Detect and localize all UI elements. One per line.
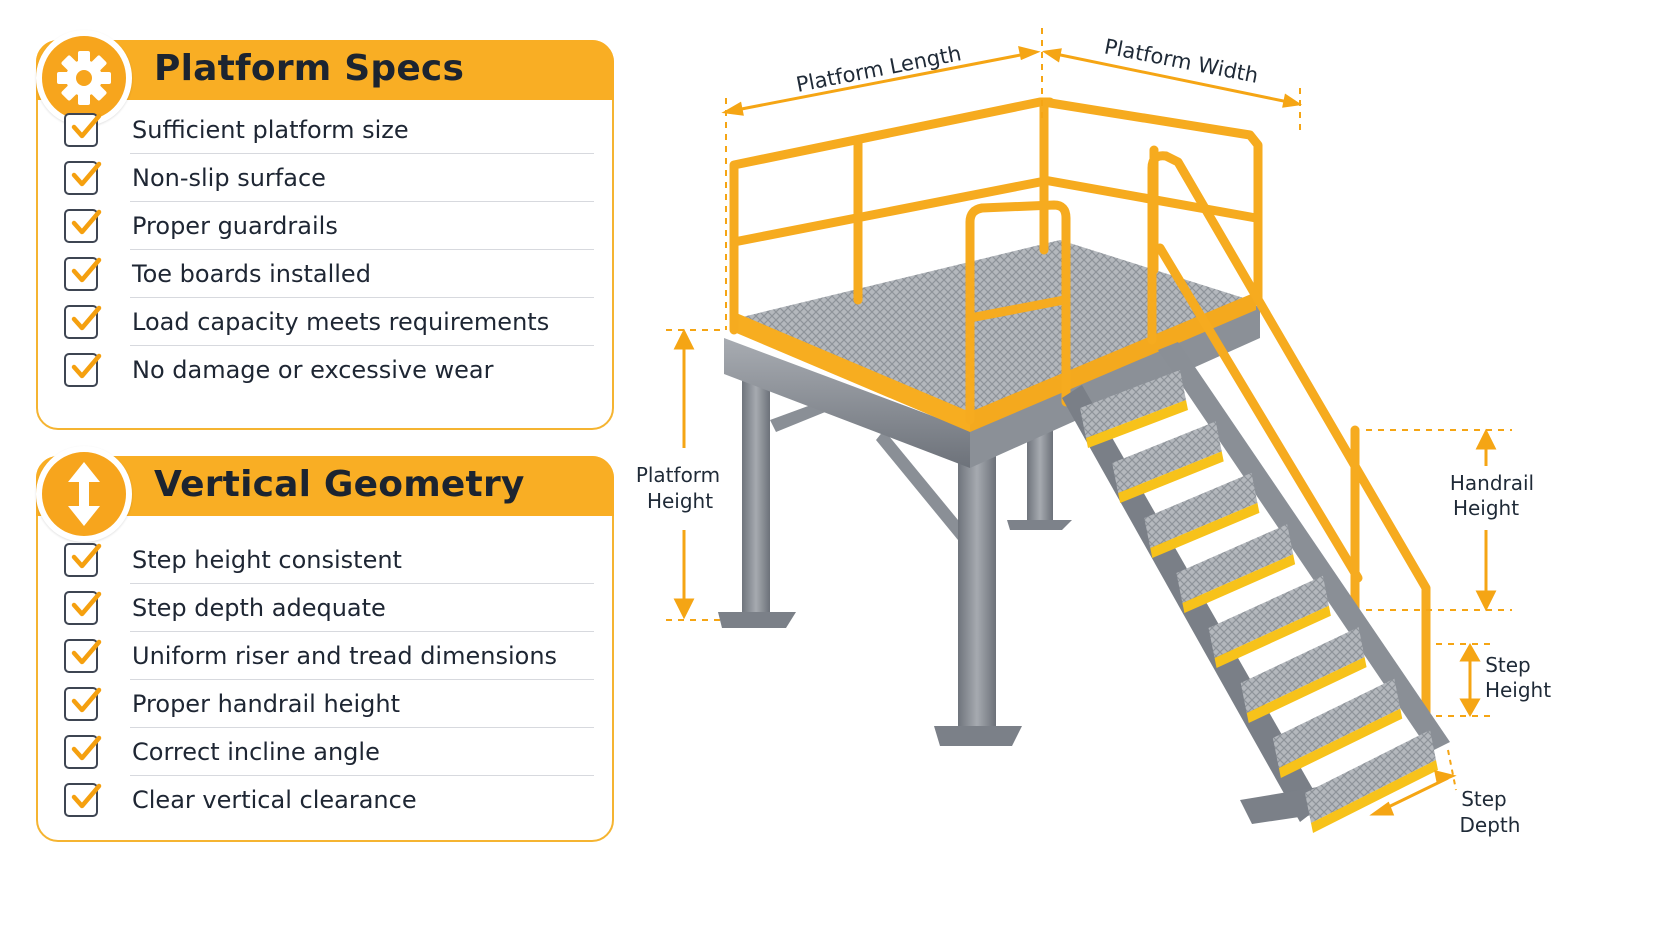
checklist: Sufficient platform size Non-slip surfac… bbox=[38, 106, 612, 394]
list-item: Clear vertical clearance bbox=[64, 776, 594, 824]
platform-specs-header bbox=[36, 40, 614, 100]
check-icon bbox=[71, 687, 102, 713]
list-item: Step depth adequate bbox=[64, 584, 594, 632]
check-icon bbox=[71, 113, 102, 139]
item-label: Proper handrail height bbox=[132, 690, 400, 718]
check-icon bbox=[71, 305, 102, 331]
tread-nosing bbox=[1118, 451, 1224, 503]
item-label: Non-slip surface bbox=[132, 164, 326, 192]
checkbox[interactable] bbox=[64, 113, 102, 147]
tread-nosing bbox=[1150, 502, 1260, 558]
check-icon bbox=[71, 735, 102, 761]
check-icon bbox=[71, 209, 102, 235]
support-legs bbox=[718, 368, 1072, 746]
item-label: Sufficient platform size bbox=[132, 116, 409, 144]
stair-tread bbox=[1112, 421, 1222, 493]
platform-diagram: Platform Length Platform Width Platform … bbox=[636, 28, 1551, 837]
list-item: Proper guardrails bbox=[64, 202, 594, 250]
item-label: Step depth adequate bbox=[132, 594, 386, 622]
list-item: Non-slip surface bbox=[64, 154, 594, 202]
check-icon bbox=[71, 543, 102, 569]
item-label: Correct incline angle bbox=[132, 738, 380, 766]
checkbox[interactable] bbox=[64, 353, 102, 387]
tread-nosing bbox=[1246, 657, 1367, 723]
stair-tread bbox=[1272, 678, 1401, 768]
checkbox[interactable] bbox=[64, 735, 102, 769]
platform-specs-panel: Platform Specs Sufficient platform size … bbox=[36, 30, 614, 430]
step-height-label-line2: Height bbox=[1485, 678, 1551, 702]
checkbox[interactable] bbox=[64, 543, 102, 577]
list-item: Sufficient platform size bbox=[64, 106, 594, 154]
checkbox[interactable] bbox=[64, 639, 102, 673]
item-label: Clear vertical clearance bbox=[132, 786, 417, 814]
check-icon bbox=[71, 161, 102, 187]
check-icon bbox=[71, 783, 102, 809]
panel-title: Platform Specs bbox=[154, 48, 465, 89]
stair-tread bbox=[1240, 627, 1365, 713]
stair-tread bbox=[1305, 730, 1436, 823]
panel-title: Vertical Geometry bbox=[154, 464, 525, 505]
checkbox[interactable] bbox=[64, 687, 102, 721]
guardrails bbox=[729, 97, 1431, 727]
platform-length-label: Platform Length bbox=[794, 41, 963, 97]
checklist: Step height consistent Step depth adequa… bbox=[38, 536, 612, 824]
handrail-height-label-line1: Handrail bbox=[1450, 471, 1534, 495]
platform-height-label-line2: Height bbox=[647, 489, 713, 513]
step-height-label-line1: Step bbox=[1485, 653, 1531, 677]
item-label: Step height consistent bbox=[132, 546, 402, 574]
list-item: No damage or excessive wear bbox=[64, 346, 594, 394]
tread-nosing bbox=[1182, 554, 1296, 613]
vertical-geometry-panel: Vertical Geometry Step height consistent… bbox=[36, 446, 614, 842]
list-item: Load capacity meets requirements bbox=[64, 298, 594, 346]
stair-tread bbox=[1144, 472, 1258, 548]
checkbox[interactable] bbox=[64, 257, 102, 291]
item-label: Uniform riser and tread dimensions bbox=[132, 642, 558, 670]
stair-treads bbox=[1080, 370, 1438, 833]
list-item: Proper handrail height bbox=[64, 680, 594, 728]
list-item: Correct incline angle bbox=[64, 728, 594, 776]
gear-icon bbox=[36, 30, 132, 126]
item-label: No damage or excessive wear bbox=[132, 356, 494, 384]
tread-nosing bbox=[1214, 605, 1331, 668]
check-icon bbox=[71, 591, 102, 617]
checkbox[interactable] bbox=[64, 161, 102, 195]
handrail-height-label-line2: Height bbox=[1453, 496, 1519, 520]
item-label: Proper guardrails bbox=[132, 212, 338, 240]
stair-tread bbox=[1080, 370, 1186, 438]
list-item: Uniform riser and tread dimensions bbox=[64, 632, 594, 680]
checkbox[interactable] bbox=[64, 305, 102, 339]
check-icon bbox=[71, 639, 102, 665]
item-label: Load capacity meets requirements bbox=[132, 308, 550, 336]
list-item: Toe boards installed bbox=[64, 250, 594, 298]
checkbox[interactable] bbox=[64, 209, 102, 243]
checkbox[interactable] bbox=[64, 591, 102, 625]
tread-nosing bbox=[1086, 400, 1188, 448]
checkbox[interactable] bbox=[64, 783, 102, 817]
tread-nosing bbox=[1311, 760, 1438, 833]
vertical-arrows-icon bbox=[36, 446, 132, 542]
platform-height-label-line1: Platform bbox=[636, 463, 720, 487]
check-icon bbox=[71, 257, 102, 283]
tread-nosing bbox=[1278, 708, 1403, 778]
step-depth-label-line2: Depth bbox=[1460, 813, 1521, 837]
step-depth-label-line1: Step bbox=[1461, 787, 1507, 811]
stair-tread bbox=[1176, 524, 1294, 603]
item-label: Toe boards installed bbox=[132, 260, 371, 288]
stair-tread bbox=[1208, 575, 1329, 658]
list-item: Step height consistent bbox=[64, 536, 594, 584]
vertical-geometry-header bbox=[36, 456, 614, 516]
check-icon bbox=[71, 353, 102, 379]
dimension-lines bbox=[666, 28, 1512, 816]
platform-deck bbox=[724, 240, 1260, 468]
